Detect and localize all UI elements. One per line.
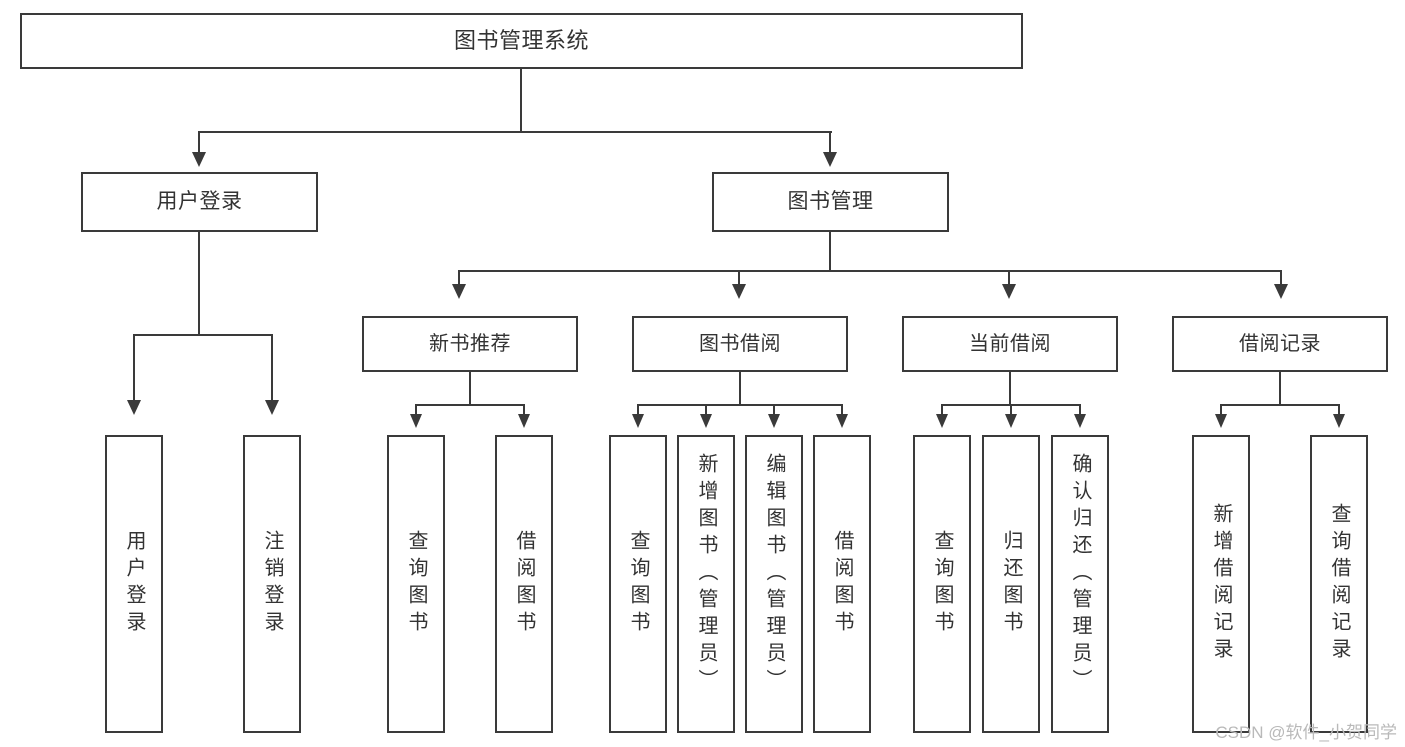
node-book-management[interactable]: 图书管理 xyxy=(712,172,949,232)
node-label: 当前借阅 xyxy=(969,332,1051,355)
node-root-book-management-system[interactable]: 图书管理系统 xyxy=(20,13,1023,69)
node-label: 查询图书 xyxy=(627,530,649,638)
connector-book-borrow-drop-4 xyxy=(841,404,844,416)
node-label: 注销登录 xyxy=(261,530,283,638)
arrow-book-borrow-leaf-4 xyxy=(836,414,848,428)
connector-current-borrow-drop-1 xyxy=(941,404,944,416)
connector-current-borrow-drop-3 xyxy=(1079,404,1082,416)
arrow-new-book-rec-leaf-1 xyxy=(410,414,422,428)
connector-root-bar xyxy=(198,131,832,134)
connector-book-borrow-bar xyxy=(637,404,843,407)
node-label: 新书推荐 xyxy=(429,332,511,355)
arrow-to-new-book-rec xyxy=(452,284,466,299)
connector-user-login-drop-2 xyxy=(271,334,274,402)
connector-borrow-record-bar xyxy=(1220,404,1340,407)
connector-book-manage-drop-3 xyxy=(1008,270,1011,286)
arrow-root-to-user-login xyxy=(192,152,206,167)
leaf-borrow-book[interactable]: 借阅图书 xyxy=(813,435,871,733)
connector-book-manage-drop-1 xyxy=(458,270,461,286)
leaf-borrow-book-recommend[interactable]: 借阅图书 xyxy=(495,435,553,733)
connector-root-to-user-login xyxy=(198,131,201,155)
leaf-query-book-borrow[interactable]: 查询图书 xyxy=(609,435,667,733)
connector-current-borrow-stem xyxy=(1009,372,1012,406)
connector-book-manage-drop-2 xyxy=(738,270,741,286)
arrow-root-to-book-manage xyxy=(823,152,837,167)
arrow-current-borrow-leaf-3 xyxy=(1074,414,1086,428)
connector-new-book-rec-bar xyxy=(415,404,525,407)
node-label: 新增图书（管理员） xyxy=(695,453,717,696)
connector-book-manage-bar xyxy=(458,270,1282,273)
leaf-query-book-recommend[interactable]: 查询图书 xyxy=(387,435,445,733)
connector-new-book-rec-drop-2 xyxy=(523,404,526,416)
connector-borrow-record-drop-2 xyxy=(1338,404,1341,416)
arrow-current-borrow-leaf-2 xyxy=(1005,414,1017,428)
arrow-to-book-borrow xyxy=(732,284,746,299)
node-user-login[interactable]: 用户登录 xyxy=(81,172,318,232)
connector-book-manage-drop-4 xyxy=(1280,270,1283,286)
node-label: 用户登录 xyxy=(123,530,145,638)
node-label: 借阅图书 xyxy=(831,530,853,638)
connector-book-manage-stem xyxy=(829,232,832,272)
node-label: 编辑图书（管理员） xyxy=(763,453,785,696)
connector-book-borrow-stem xyxy=(739,372,742,406)
node-label: 查询图书 xyxy=(931,530,953,638)
arrow-book-borrow-leaf-3 xyxy=(768,414,780,428)
arrow-user-login-leaf-2 xyxy=(265,400,279,415)
leaf-logout[interactable]: 注销登录 xyxy=(243,435,301,733)
connector-borrow-record-drop-1 xyxy=(1220,404,1223,416)
node-new-book-recommendation[interactable]: 新书推荐 xyxy=(362,316,578,372)
arrow-book-borrow-leaf-2 xyxy=(700,414,712,428)
node-label: 归还图书 xyxy=(1000,530,1022,638)
leaf-return-book[interactable]: 归还图书 xyxy=(982,435,1040,733)
connector-book-borrow-drop-3 xyxy=(773,404,776,416)
connector-current-borrow-drop-2 xyxy=(1010,404,1013,416)
leaf-edit-book-admin[interactable]: 编辑图书（管理员） xyxy=(745,435,803,733)
arrow-new-book-rec-leaf-2 xyxy=(518,414,530,428)
leaf-add-borrow-record[interactable]: 新增借阅记录 xyxy=(1192,435,1250,733)
arrow-current-borrow-leaf-1 xyxy=(936,414,948,428)
connector-borrow-record-stem xyxy=(1279,372,1282,406)
node-book-borrow[interactable]: 图书借阅 xyxy=(632,316,848,372)
connector-book-borrow-drop-1 xyxy=(637,404,640,416)
arrow-borrow-record-leaf-2 xyxy=(1333,414,1345,428)
node-label: 新增借阅记录 xyxy=(1210,503,1232,665)
node-label: 查询借阅记录 xyxy=(1328,503,1350,665)
connector-root-to-book-manage xyxy=(829,131,832,155)
arrow-to-current-borrow xyxy=(1002,284,1016,299)
node-current-borrow[interactable]: 当前借阅 xyxy=(902,316,1118,372)
leaf-user-login[interactable]: 用户登录 xyxy=(105,435,163,733)
node-label: 借阅图书 xyxy=(513,530,535,638)
connector-user-login-bar xyxy=(133,334,273,337)
leaf-query-borrow-record[interactable]: 查询借阅记录 xyxy=(1310,435,1368,733)
node-borrow-record[interactable]: 借阅记录 xyxy=(1172,316,1388,372)
connector-new-book-rec-stem xyxy=(469,372,472,406)
leaf-add-book-admin[interactable]: 新增图书（管理员） xyxy=(677,435,735,733)
node-label: 图书管理系统 xyxy=(453,28,589,54)
connector-user-login-drop-1 xyxy=(133,334,136,402)
arrow-book-borrow-leaf-1 xyxy=(632,414,644,428)
leaf-query-book-current[interactable]: 查询图书 xyxy=(913,435,971,733)
node-label: 图书管理 xyxy=(787,189,874,213)
node-label: 用户登录 xyxy=(156,189,243,213)
leaf-confirm-return-admin[interactable]: 确认归还（管理员） xyxy=(1051,435,1109,733)
node-label: 查询图书 xyxy=(405,530,427,638)
arrow-borrow-record-leaf-1 xyxy=(1215,414,1227,428)
connector-root-stem xyxy=(520,69,523,133)
arrow-to-borrow-record xyxy=(1274,284,1288,299)
node-label: 图书借阅 xyxy=(699,332,781,355)
arrow-user-login-leaf-1 xyxy=(127,400,141,415)
connector-new-book-rec-drop-1 xyxy=(415,404,418,416)
connector-user-login-stem xyxy=(198,232,201,336)
connector-book-borrow-drop-2 xyxy=(705,404,708,416)
node-label: 确认归还（管理员） xyxy=(1069,453,1091,696)
node-label: 借阅记录 xyxy=(1239,332,1321,355)
